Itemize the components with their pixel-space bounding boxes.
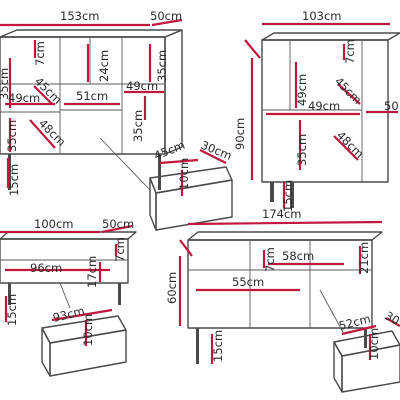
cab4-leg bbox=[364, 328, 367, 348]
label-depth: 50cm bbox=[150, 9, 182, 23]
cab4-front bbox=[187, 239, 373, 329]
dim-line bbox=[159, 158, 199, 165]
label-drawer-height: 10cm bbox=[177, 158, 191, 190]
dim-line bbox=[385, 317, 400, 327]
label-total-height: 60cm bbox=[165, 272, 179, 304]
leader-line bbox=[99, 137, 151, 191]
label-lower-height: 35cm bbox=[295, 134, 309, 166]
label-mid-height: 24cm bbox=[97, 50, 111, 82]
drawer-front bbox=[333, 341, 343, 393]
label-width: 153cm bbox=[60, 9, 99, 23]
dim-line bbox=[51, 308, 113, 322]
drawer-side bbox=[155, 179, 233, 231]
label-drawer-height: 10cm bbox=[81, 314, 95, 346]
label-depth: 50cm bbox=[102, 217, 134, 231]
label-shelf-height: 7cm bbox=[343, 39, 357, 64]
label-inner-height: 17cm bbox=[85, 256, 99, 288]
cabinet-174-drawer: 52cm 10cm 30 bbox=[333, 308, 400, 393]
label-right-height: 21cm bbox=[357, 242, 371, 274]
dim-line bbox=[199, 149, 227, 164]
cab1-leg bbox=[8, 154, 11, 190]
dim-line bbox=[151, 18, 183, 27]
dim-line bbox=[187, 220, 383, 226]
dim-line bbox=[244, 39, 261, 59]
cabinet-153-drawer: 45cm 30cm 10cm bbox=[149, 138, 234, 231]
label-shelf-height: 7cm bbox=[263, 247, 277, 272]
cab1-side bbox=[164, 29, 183, 155]
cab3-front bbox=[0, 238, 129, 284]
label-base-height: 35cm bbox=[5, 120, 19, 152]
cab3-leg bbox=[118, 283, 121, 305]
leader-line bbox=[59, 282, 71, 309]
label-shelf-height: 7cm bbox=[113, 237, 127, 262]
label-leg-height: 15cm bbox=[211, 330, 225, 362]
label-width: 174cm bbox=[262, 207, 301, 221]
cabinet-103-sideboard: 103cm 7cm 90cm 49cm 45cm 49cm 50 35cm 48… bbox=[233, 9, 400, 212]
label-leg-height: 15cm bbox=[281, 180, 295, 212]
label-drawer-height: 10cm bbox=[367, 328, 381, 360]
drawer-side bbox=[341, 344, 400, 393]
leader-line bbox=[319, 289, 345, 335]
cab1-leg bbox=[158, 154, 161, 190]
label-upper-height: 49cm bbox=[295, 74, 309, 106]
dim-line bbox=[101, 224, 133, 234]
cab2-leg bbox=[270, 182, 274, 202]
cab4-leg bbox=[196, 328, 199, 364]
cabinet-174-tv-stand: 174cm 7cm 58cm 21cm 60cm 55cm 15cm bbox=[165, 207, 383, 364]
label-inner-width: 51cm bbox=[76, 89, 108, 103]
dim-line bbox=[333, 135, 359, 161]
dim-line bbox=[337, 83, 361, 105]
label-shelf-height: 7cm bbox=[33, 41, 47, 66]
label-leg-height: 15cm bbox=[5, 294, 19, 326]
cabinet-100-drawer: 93cm 10cm bbox=[41, 304, 127, 377]
label-total-height: 90cm bbox=[233, 118, 247, 150]
label-inner-width-right: 50 bbox=[384, 99, 399, 113]
label-inner-width: 55cm bbox=[232, 275, 264, 289]
cab2-leg bbox=[290, 182, 294, 208]
label-lower-height: 35cm bbox=[131, 110, 145, 142]
label-inner-width: 96cm bbox=[30, 261, 62, 275]
drawer-front bbox=[41, 327, 51, 377]
label-left-height: 35cm bbox=[0, 68, 11, 100]
label-inner-width: 58cm bbox=[282, 249, 314, 263]
label-leg-height: 15cm bbox=[7, 164, 21, 196]
drawer-top bbox=[149, 166, 233, 194]
dim-line bbox=[179, 239, 193, 257]
drawer-side bbox=[49, 329, 127, 377]
label-right-height: 35cm bbox=[155, 50, 169, 82]
cab4-top bbox=[187, 231, 383, 241]
cab3-leg bbox=[8, 283, 11, 305]
label-width: 100cm bbox=[34, 217, 73, 231]
cab2-top bbox=[261, 32, 400, 41]
cabinet-100-tv-stand: 100cm 50cm 96cm 7cm 17cm 15cm bbox=[0, 217, 137, 326]
drawer-front bbox=[149, 177, 157, 231]
cab1-top bbox=[0, 29, 183, 38]
label-width: 103cm bbox=[302, 9, 341, 23]
dim-line bbox=[33, 85, 53, 105]
label-inner-width: 49cm bbox=[126, 79, 158, 93]
label-inner-width: 49cm bbox=[308, 99, 340, 113]
dim-line bbox=[341, 324, 377, 336]
label-inner-width: 49cm bbox=[8, 91, 40, 105]
cabinet-153-sideboard: 153cm 50cm 7cm 35cm 24cm 35cm 45cm 49cm … bbox=[0, 9, 183, 196]
dim-line bbox=[29, 119, 56, 149]
label-drawer-depth: 30 bbox=[383, 308, 400, 327]
